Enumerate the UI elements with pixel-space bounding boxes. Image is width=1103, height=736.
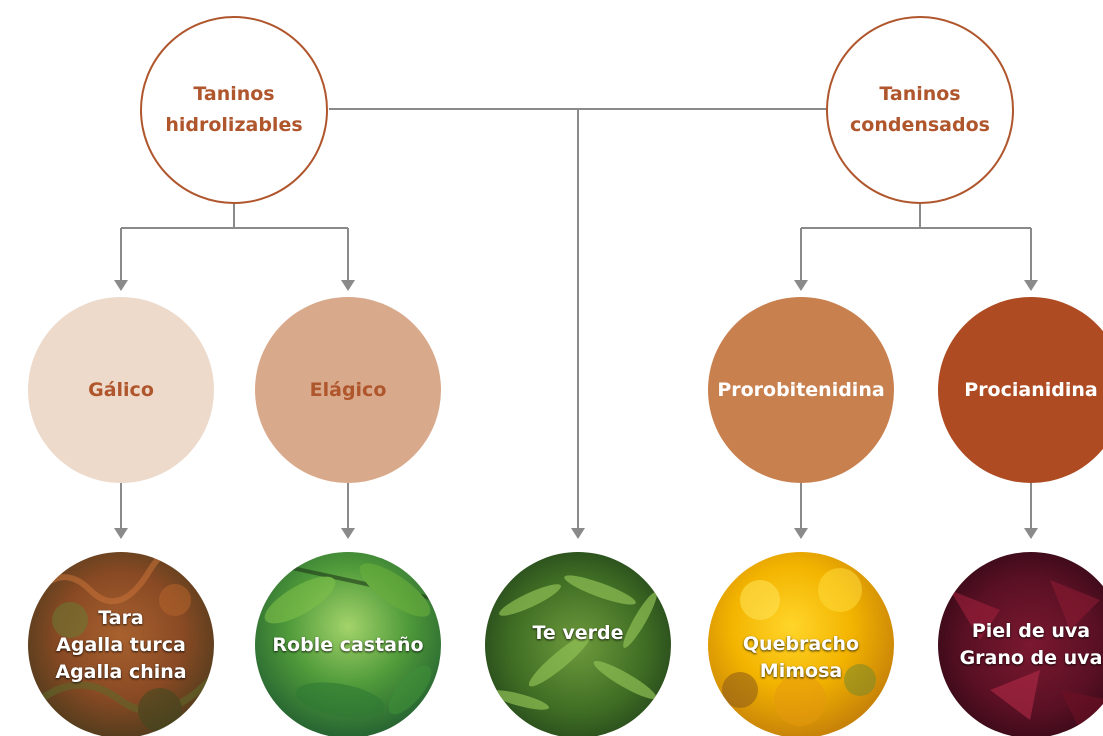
lines: [120, 108, 1032, 528]
source-uva: Piel de uva Grano de uva: [938, 552, 1103, 736]
photo-tara: [28, 552, 214, 736]
arrowhead: [114, 280, 128, 291]
root-condensados-line2: condensados: [850, 114, 990, 136]
source-quebracho-line2: Mimosa: [759, 660, 843, 682]
arrowhead: [571, 528, 585, 539]
arrowhead: [341, 280, 355, 291]
source-tara-line3: Agalla china: [55, 660, 187, 683]
arrowhead: [794, 280, 808, 291]
root-taninos-condensados: Taninos condensados: [826, 16, 1014, 204]
arrowhead: [1024, 528, 1038, 539]
root-taninos-hidrolizables: Taninos hidrolizables: [140, 16, 328, 204]
photo-quebracho: [708, 552, 894, 736]
arrowheads: [114, 280, 1038, 539]
class-galico: Gálico: [28, 297, 214, 483]
root-condensados-line1: Taninos: [879, 83, 961, 105]
source-tara-line1: Tara: [98, 606, 144, 629]
source-roble-line1: Roble castaño: [272, 633, 424, 656]
source-roble: Roble castaño: [255, 552, 441, 736]
source-tara: Tara Agalla turca Agalla china: [28, 552, 214, 736]
class-procianidina: Procianidina: [938, 297, 1103, 483]
root-hidrolizables-line2: hidrolizables: [165, 114, 303, 136]
class-galico-label: Gálico: [88, 379, 154, 401]
class-procianidina-label: Procianidina: [964, 379, 1098, 401]
source-uva-line1: Piel de uva: [971, 620, 1091, 642]
class-elagico: Elágico: [255, 297, 441, 483]
source-quebracho-line1: Quebracho: [742, 633, 860, 655]
class-prorobitenidina: Prorobitenidina: [708, 297, 894, 483]
arrowhead: [794, 528, 808, 539]
photo-te: [485, 552, 671, 736]
root-hidrolizables-line1: Taninos: [193, 83, 275, 105]
source-tara-line2: Agalla turca: [56, 633, 186, 656]
source-uva-line2: Grano de uva: [959, 647, 1103, 669]
arrowhead: [341, 528, 355, 539]
source-te: Te verde: [485, 540, 671, 726]
class-prorobitenidina-label: Prorobitenidina: [717, 379, 885, 401]
class-elagico-label: Elágico: [309, 379, 387, 401]
arrowhead: [1024, 280, 1038, 291]
source-quebracho: Quebracho Mimosa: [708, 565, 894, 736]
arrowhead: [114, 528, 128, 539]
photo-uva: [938, 552, 1103, 736]
source-te-line1: Te verde: [532, 621, 624, 644]
